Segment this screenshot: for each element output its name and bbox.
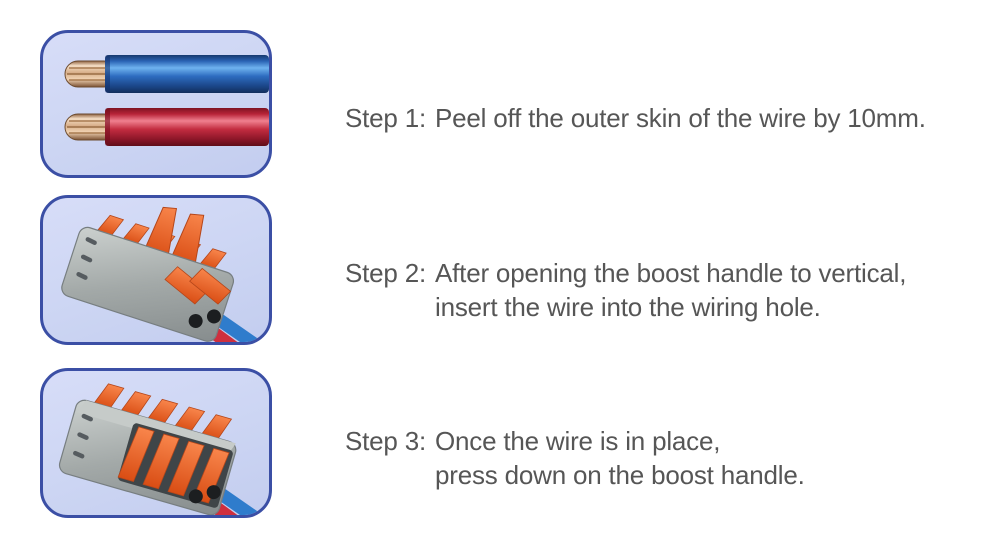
boost-handle-lever bbox=[167, 440, 205, 497]
step1-line1: Peel off the outer skin of the wire by 1… bbox=[435, 103, 926, 133]
step2-line1: After opening the boost handle to vertic… bbox=[435, 258, 907, 288]
connector-levers-down-illustration bbox=[58, 383, 263, 515]
step2-label: Step 2: bbox=[345, 258, 426, 288]
red-insulation bbox=[105, 108, 269, 146]
closed-boost-handles bbox=[164, 266, 232, 305]
wiring-hole bbox=[206, 309, 221, 324]
boost-handles-vertical bbox=[142, 206, 205, 266]
connector-body-group bbox=[58, 383, 237, 515]
connector-body-group bbox=[61, 206, 235, 342]
left-face-slots bbox=[73, 413, 93, 459]
blue-wire bbox=[64, 55, 269, 93]
step1-text: Step 1: Peel off the outer skin of the w… bbox=[345, 101, 926, 135]
connector-levers-up-illustration bbox=[61, 206, 263, 342]
step1-image-panel bbox=[40, 30, 272, 178]
connector-body bbox=[61, 226, 235, 342]
wiring-hole bbox=[188, 313, 203, 328]
step2-image-panel bbox=[40, 195, 272, 345]
closed-lever-tabs bbox=[92, 383, 233, 441]
wiring-hole bbox=[188, 489, 203, 504]
step3-image-panel bbox=[40, 368, 272, 518]
stripped-wires-illustration bbox=[64, 55, 269, 146]
red-wire bbox=[64, 108, 269, 146]
boost-handle-lever bbox=[142, 433, 180, 490]
step3-line1: Once the wire is in place, bbox=[435, 426, 721, 456]
boost-handle-lever bbox=[192, 447, 230, 504]
step3-line2: press down on the boost handle. bbox=[435, 460, 805, 490]
wiring-hole bbox=[206, 485, 221, 500]
boost-handle-lever bbox=[117, 426, 155, 483]
step2-text: Step 2: After opening the boost handle t… bbox=[345, 256, 906, 324]
step3-text: Step 3: Once the wire is in place, press… bbox=[345, 424, 805, 492]
blue-insulation bbox=[105, 55, 269, 93]
boost-handles-down bbox=[117, 426, 230, 504]
left-face-slots bbox=[76, 237, 97, 280]
step2-line2: insert the wire into the wiring hole. bbox=[435, 292, 821, 322]
step1-label: Step 1: bbox=[345, 103, 426, 133]
step3-label: Step 3: bbox=[345, 426, 426, 456]
